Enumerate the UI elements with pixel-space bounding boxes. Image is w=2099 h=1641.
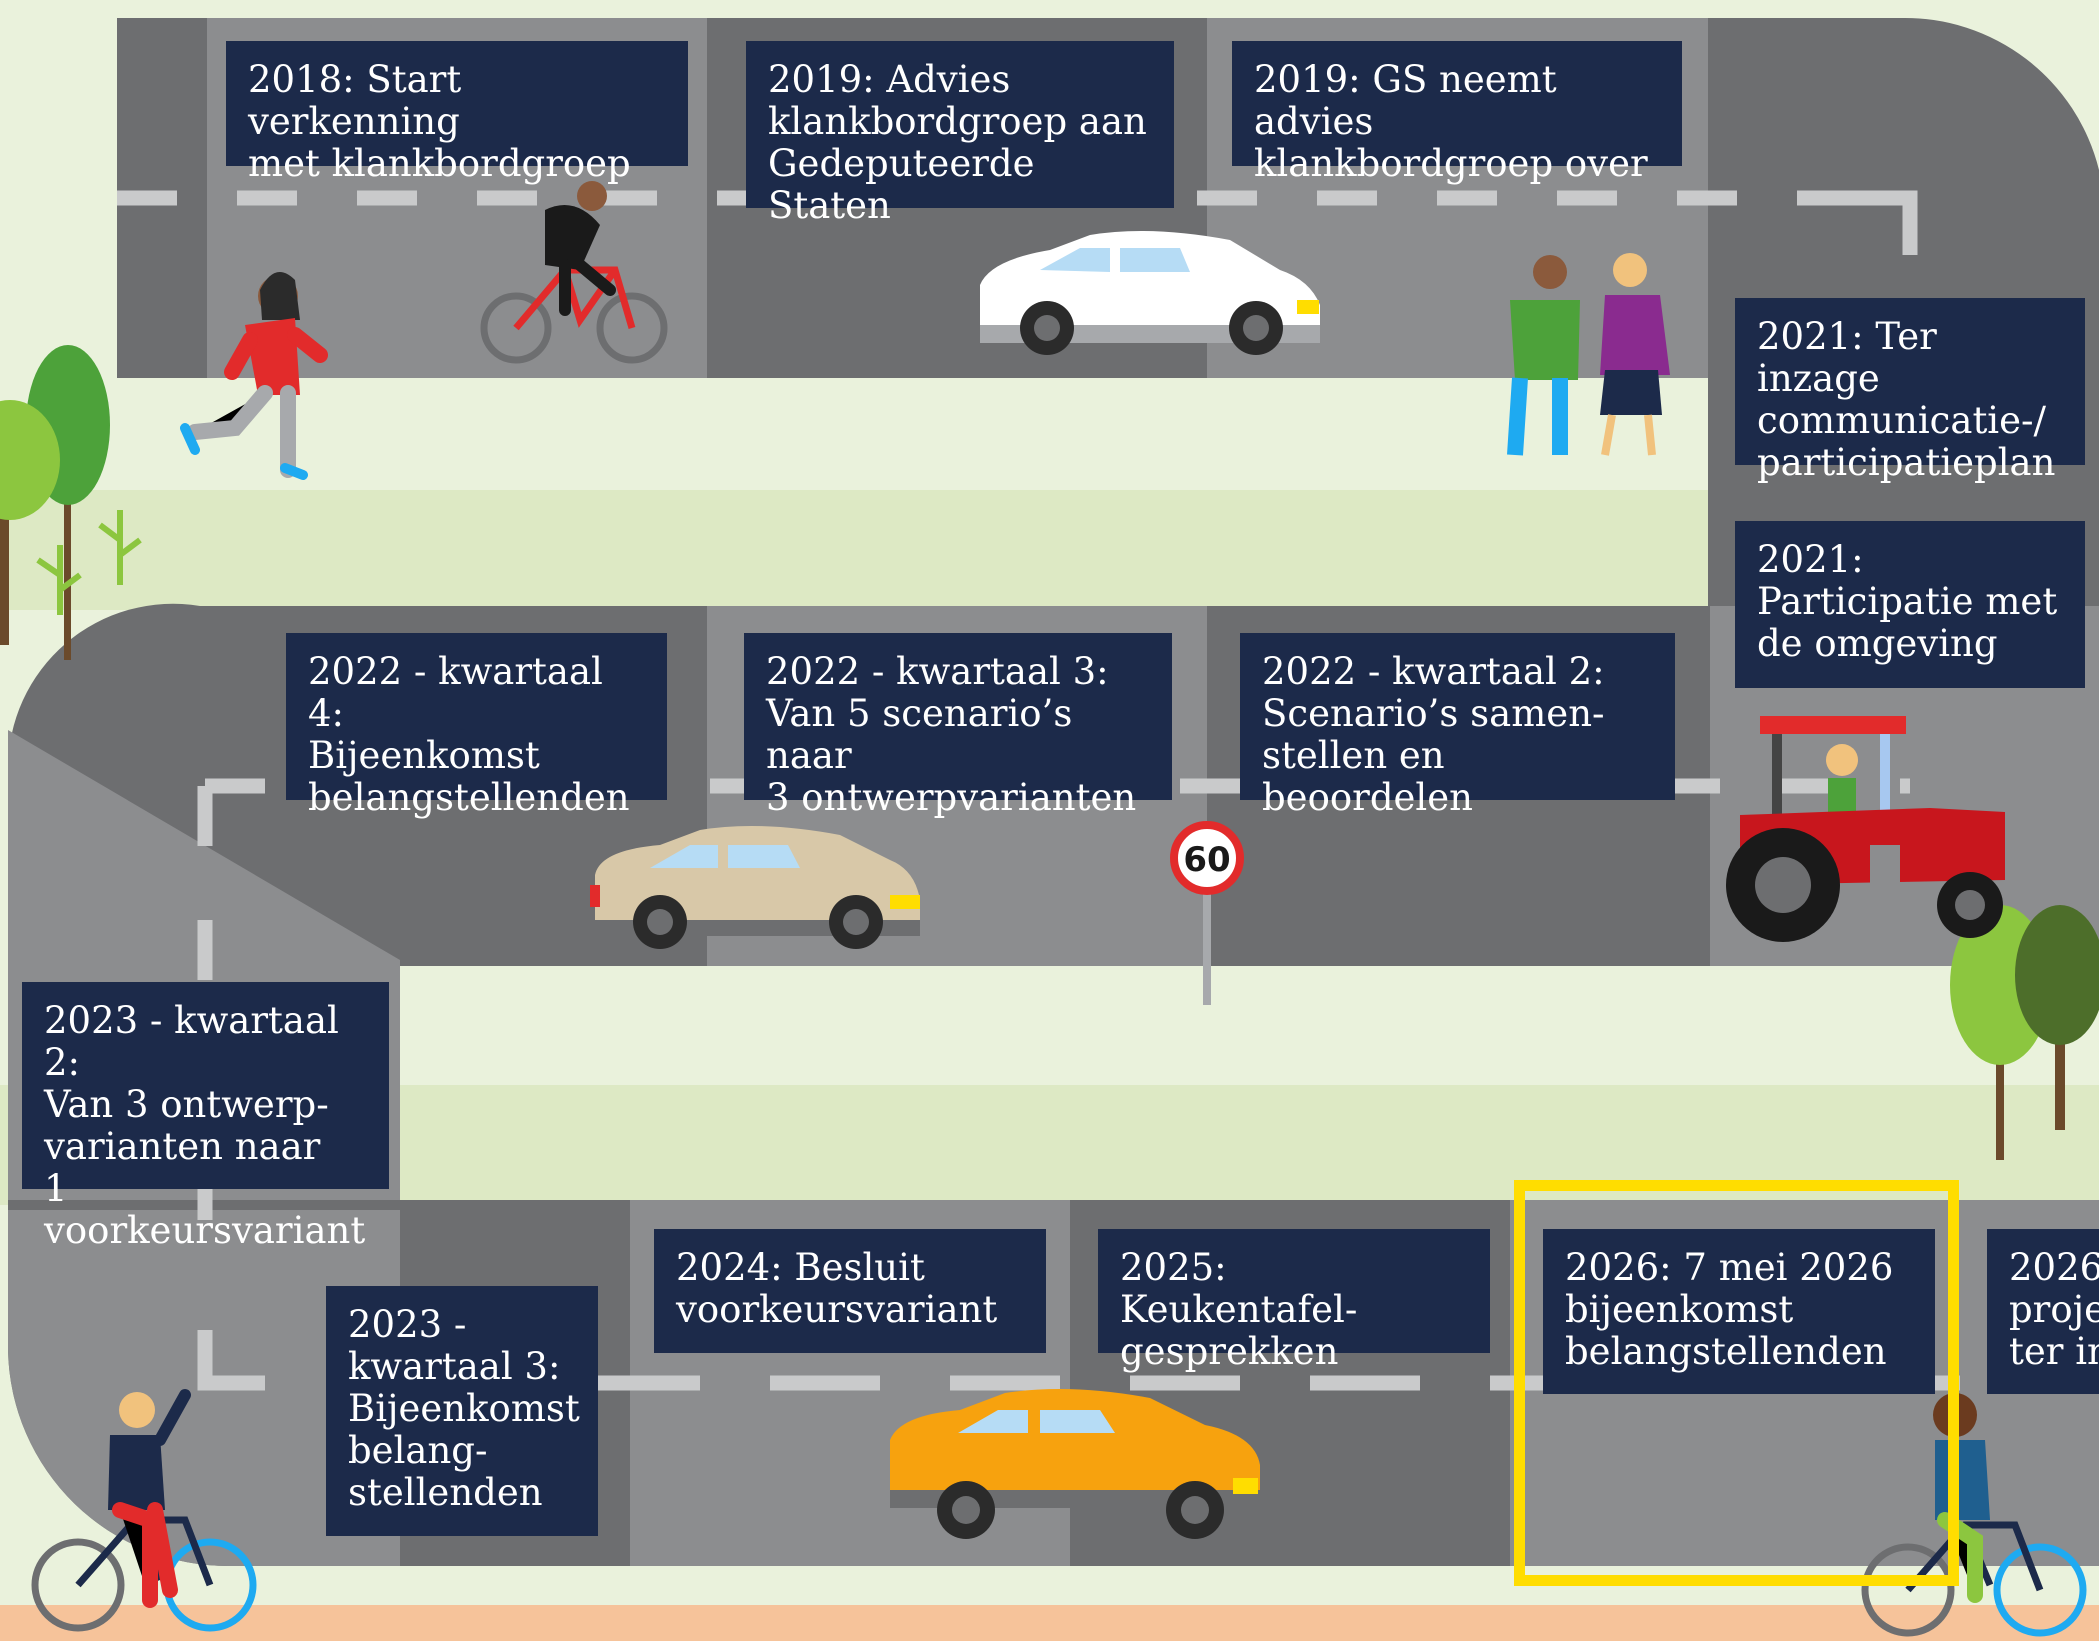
runner-figure	[180, 272, 328, 480]
milestone-2021-ter-inzage: 2021: Ter inzage communicatie-/ particip…	[1735, 298, 2085, 484]
footer-strip	[0, 1605, 2099, 1641]
cyclist-bottom-left	[31, 1389, 257, 1632]
milestone-2019-gs: 2019: GS neemt advies klankbordgroep ove…	[1232, 41, 1682, 185]
milestone-2022-k3: 2022 - kwartaal 3: Van 5 scenario’s naar…	[744, 633, 1172, 819]
speed-limit-text: 60	[1183, 840, 1230, 880]
milestone-2024: 2024: Besluit voorkeursvariant	[654, 1229, 1046, 1353]
trees-left	[0, 345, 142, 660]
milestone-2021-participatie: 2021: Participatie met de omgeving	[1735, 521, 2085, 688]
milestone-2026-ter-inzage: 2026: proje ter in	[1987, 1229, 2099, 1394]
highlight-frame	[1514, 1180, 1959, 1586]
two-people-figures	[1507, 253, 1670, 456]
orange-car	[890, 1389, 1260, 1539]
milestone-2019-advies: 2019: Advies klankbordgroep aan Gedepute…	[746, 41, 1174, 227]
speed-limit-sign: 60	[1170, 821, 1244, 1005]
milestone-2022-k4: 2022 - kwartaal 4: Bijeenkomst belangste…	[286, 633, 667, 819]
milestone-2023-k2: 2023 - kwartaal 2: Van 3 ontwerp- varian…	[22, 982, 389, 1252]
milestone-2025: 2025: Keukentafel- gesprekken	[1098, 1229, 1490, 1373]
milestone-2022-k2: 2022 - kwartaal 2: Scenario’s samen- ste…	[1240, 633, 1675, 819]
cyclist-top	[480, 181, 668, 364]
beige-car	[590, 826, 920, 949]
white-car	[980, 231, 1320, 355]
trees-right	[1950, 905, 2099, 1160]
tractor	[1726, 716, 2005, 942]
milestone-2026-bijeenkomst: 2026: 7 mei 2026 bijeenkomst belangstell…	[1543, 1229, 1935, 1394]
milestone-2023-k3: 2023 - kwartaal 3: Bijeenkomst belang- s…	[326, 1286, 598, 1536]
milestone-2018-start: 2018: Start verkenning met klankbordgroe…	[226, 41, 688, 185]
